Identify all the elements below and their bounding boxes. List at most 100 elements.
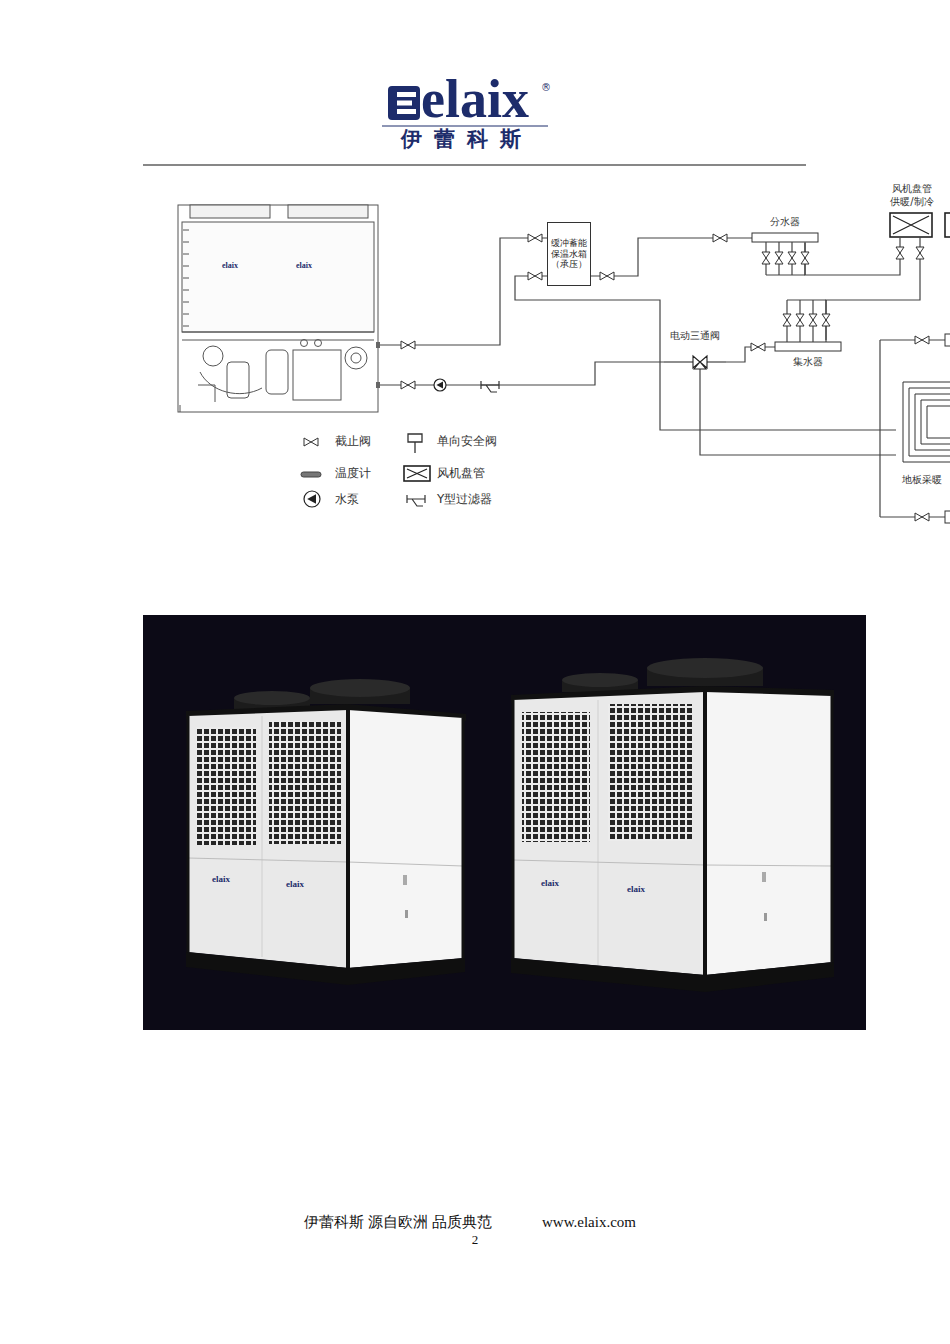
pipe-stub bbox=[699, 369, 700, 374]
component bbox=[351, 353, 361, 363]
corner-post bbox=[831, 696, 834, 962]
fan-top bbox=[647, 658, 763, 678]
stop-valve-symbol bbox=[915, 336, 929, 344]
fan-top bbox=[234, 691, 310, 705]
pipe-fitting bbox=[376, 382, 380, 388]
branch-pipe bbox=[804, 242, 805, 275]
legend-label: Y型过滤器 bbox=[437, 492, 492, 508]
fan-coil-symbol bbox=[404, 466, 430, 481]
stop-valve-symbol bbox=[788, 252, 796, 264]
fan-coil-unit: 风机盘管 供暖/制冷 bbox=[887, 183, 937, 238]
handle bbox=[403, 875, 407, 885]
floor-heating-coil bbox=[903, 382, 950, 462]
unit-logo: elaix bbox=[296, 261, 312, 271]
heat-pump-unit: elaix elaix bbox=[178, 205, 378, 412]
pump-arrow bbox=[436, 381, 443, 388]
fan-coil-symbol bbox=[890, 213, 932, 237]
unit-logo: elaix bbox=[222, 261, 238, 271]
y-filter-symbol bbox=[481, 381, 499, 392]
fan-coil-label: 风机盘管 供暖/制冷 bbox=[887, 183, 937, 208]
branch-pipe bbox=[787, 299, 826, 300]
logo-icon bbox=[388, 86, 420, 120]
tank-label: 缓冲蓄能 保温水箱 （承压） bbox=[549, 238, 589, 270]
water-pipe bbox=[826, 238, 920, 340]
stop-valve-symbol bbox=[751, 343, 765, 351]
corner-post bbox=[703, 692, 707, 975]
water-pipe bbox=[700, 374, 896, 455]
panel-seam bbox=[262, 716, 263, 957]
stop-valve-symbol bbox=[600, 272, 614, 280]
louvre bbox=[183, 314, 189, 315]
panel-line bbox=[182, 332, 374, 333]
corner-post bbox=[187, 716, 190, 952]
branch-pipe bbox=[778, 242, 779, 275]
legend-label: 风机盘管 bbox=[437, 466, 485, 482]
side-face bbox=[705, 692, 832, 975]
fan-plate bbox=[288, 205, 368, 218]
pipe-fitting bbox=[376, 342, 380, 348]
manifold-label: 分水器 bbox=[770, 216, 800, 229]
distributor-manifold: 分水器 bbox=[752, 216, 818, 243]
footer-url: www.elaix.com bbox=[542, 1213, 636, 1231]
pipe-detail bbox=[200, 372, 262, 394]
legend-label: 截止阀 bbox=[335, 434, 371, 450]
top-frame bbox=[511, 686, 834, 703]
heat-pump-drawing bbox=[178, 205, 378, 412]
branch-pipe bbox=[880, 339, 945, 340]
component bbox=[345, 347, 367, 369]
front-face bbox=[513, 692, 705, 975]
corner-post bbox=[462, 718, 465, 958]
stop-valve-symbol bbox=[713, 234, 727, 242]
panel-line bbox=[182, 340, 374, 341]
corner-post bbox=[346, 710, 350, 968]
unit-logo: elaix bbox=[286, 879, 304, 890]
louvre bbox=[183, 266, 189, 267]
panel-seam bbox=[513, 860, 705, 865]
panel-seam bbox=[348, 862, 463, 866]
branch-pipe bbox=[765, 242, 766, 275]
water-pipe bbox=[805, 238, 900, 275]
stop-valve-symbol bbox=[896, 247, 904, 259]
stop-valve-symbol bbox=[783, 314, 791, 326]
lock bbox=[405, 910, 408, 918]
fan-housing bbox=[234, 698, 310, 710]
louvre bbox=[183, 278, 189, 279]
compressor bbox=[227, 362, 249, 398]
thermometer-symbol bbox=[301, 472, 321, 477]
stop-valve-symbol bbox=[304, 438, 318, 446]
product-photo-left bbox=[186, 679, 466, 985]
base bbox=[186, 952, 465, 985]
fan-top bbox=[562, 673, 638, 687]
port bbox=[315, 340, 322, 347]
branch-pipe bbox=[766, 274, 805, 275]
buffer-tank-box: 缓冲蓄能 保温水箱 （承压） bbox=[547, 222, 591, 286]
water-pipe bbox=[378, 362, 664, 385]
pipe-detail bbox=[198, 385, 215, 402]
panel-seam bbox=[705, 865, 832, 866]
water-pipe bbox=[378, 238, 547, 345]
compressor bbox=[266, 350, 288, 394]
pipe-stub bbox=[707, 361, 726, 362]
grille bbox=[522, 712, 590, 842]
grille bbox=[608, 704, 692, 841]
registered-mark: ® bbox=[541, 82, 551, 94]
legend-label: 温度计 bbox=[335, 466, 371, 482]
pump-symbol bbox=[434, 379, 446, 391]
grille bbox=[269, 721, 341, 844]
fan-coil-symbol bbox=[945, 213, 950, 237]
pipe-stub bbox=[664, 361, 693, 362]
port bbox=[301, 340, 308, 347]
three-way-valve: 电动三通阀 bbox=[664, 330, 726, 374]
branch-pipe bbox=[880, 516, 945, 517]
lock bbox=[764, 913, 767, 921]
louvre bbox=[183, 302, 189, 303]
stop-valve-symbol bbox=[401, 341, 415, 349]
top-frame bbox=[186, 704, 466, 721]
three-way-valve-symbol bbox=[693, 356, 707, 369]
fan-housing bbox=[310, 688, 410, 704]
fan-coil-cross bbox=[893, 216, 929, 234]
pump-symbol bbox=[304, 491, 320, 507]
unit-housing bbox=[178, 205, 378, 412]
